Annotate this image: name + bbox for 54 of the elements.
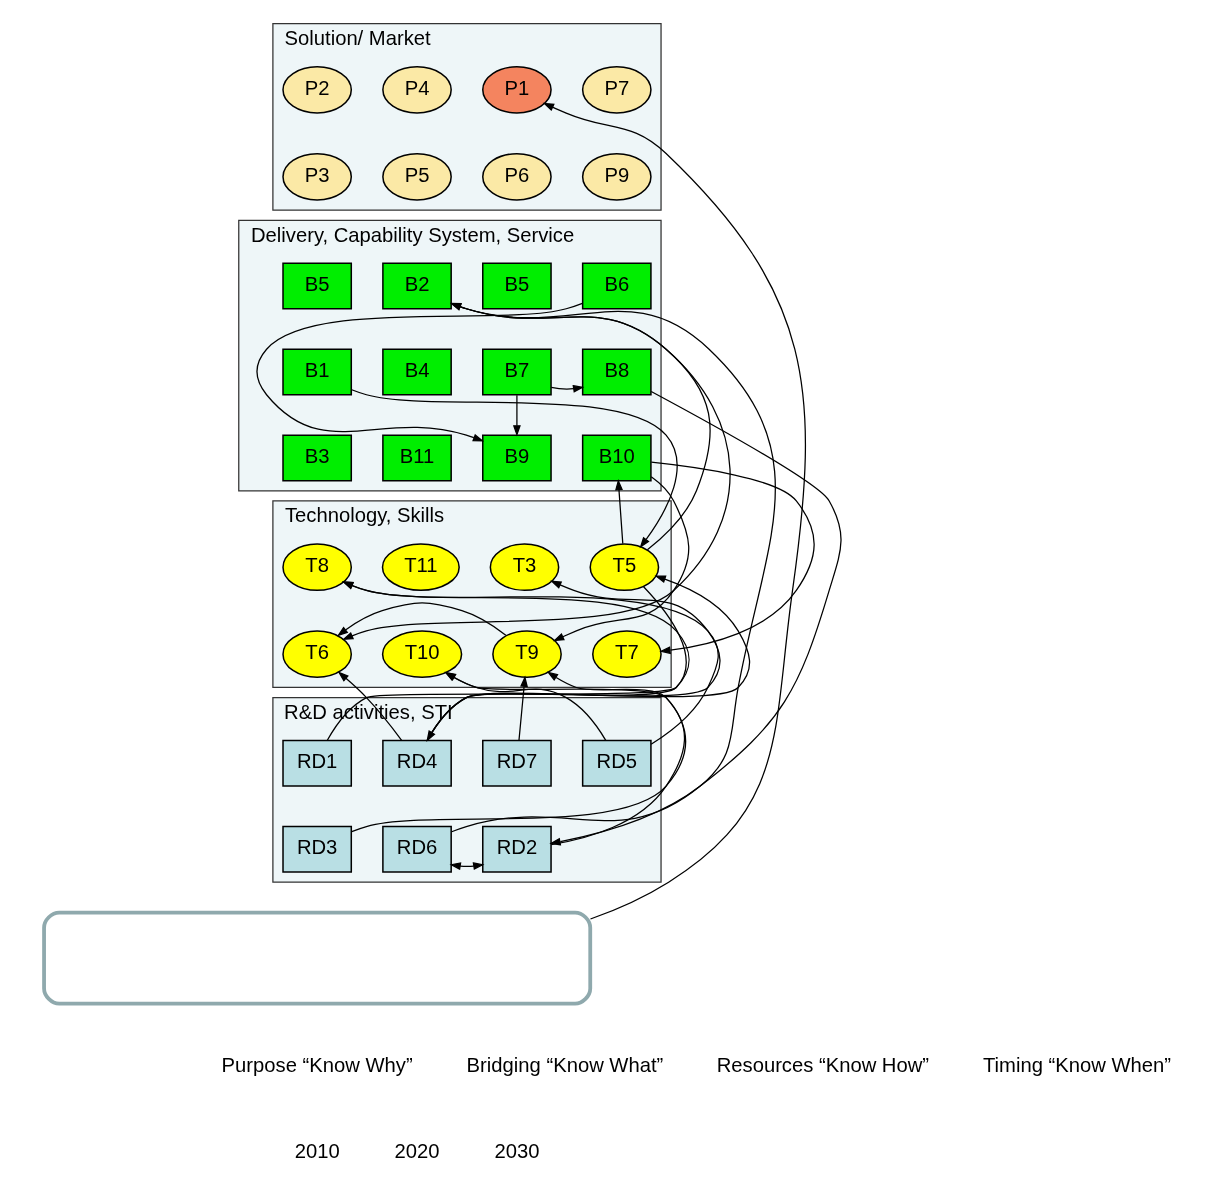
node-ellipse: P7: [581, 66, 652, 114]
label: Bridging “Know What”: [466, 1053, 663, 1076]
node-box: B7: [481, 348, 552, 396]
node-ellipse: P1: [481, 66, 552, 114]
node-box: B6: [581, 262, 652, 310]
node-ellipse: T9: [491, 630, 562, 678]
node-box: B4: [381, 348, 452, 396]
node-box: RD5: [581, 739, 652, 787]
node-ellipse: T7: [591, 630, 662, 678]
arrow: [517, 675, 528, 741]
node-box: B8: [581, 348, 652, 396]
node-ellipse: P5: [381, 152, 452, 201]
node-ellipse: P4: [381, 66, 452, 114]
arrow: [449, 302, 776, 833]
arrow: [650, 461, 815, 655]
node-box: RD1: [281, 739, 352, 787]
arrow: [341, 302, 731, 641]
label: 2030: [493, 1139, 539, 1162]
node-box: RD4: [381, 739, 452, 787]
node-ellipse: T10: [381, 630, 462, 678]
node-box: B9: [481, 434, 552, 482]
label: 2020: [394, 1139, 440, 1162]
node-ellipse: T5: [589, 543, 659, 592]
arrow: [350, 389, 678, 549]
label: Purpose “Know Why”: [221, 1053, 413, 1076]
node-box: B11: [381, 434, 452, 482]
arrow: [552, 476, 689, 642]
node-ellipse: T11: [381, 543, 460, 592]
node-ellipse: P6: [481, 152, 552, 201]
node-box: [41, 910, 592, 1006]
arrow: [542, 102, 806, 920]
arrow: [449, 302, 711, 551]
node-box: RD3: [281, 825, 352, 873]
node-box: B3: [281, 434, 352, 482]
node-ellipse: P3: [281, 152, 352, 201]
label: 2010: [294, 1139, 340, 1162]
node-box: B1: [281, 348, 352, 396]
node-box: RD6: [381, 825, 452, 873]
node-box: RD7: [481, 739, 552, 787]
node-box: RD2: [481, 825, 552, 873]
node-box: B5: [481, 262, 552, 310]
node-box: B2: [381, 262, 452, 310]
arrow: [336, 602, 506, 637]
node-ellipse: P2: [281, 66, 352, 114]
node-ellipse: T3: [489, 543, 559, 592]
arrow: [614, 478, 623, 545]
label: Resources “Know How”: [716, 1053, 929, 1076]
arrow: [512, 394, 521, 437]
label: Timing “Know When”: [982, 1053, 1171, 1076]
node-box: B5: [281, 262, 352, 310]
node-ellipse: P9: [581, 152, 652, 201]
arrow: [550, 384, 584, 393]
node-box: B10: [581, 434, 652, 482]
arrow: [255, 302, 583, 442]
